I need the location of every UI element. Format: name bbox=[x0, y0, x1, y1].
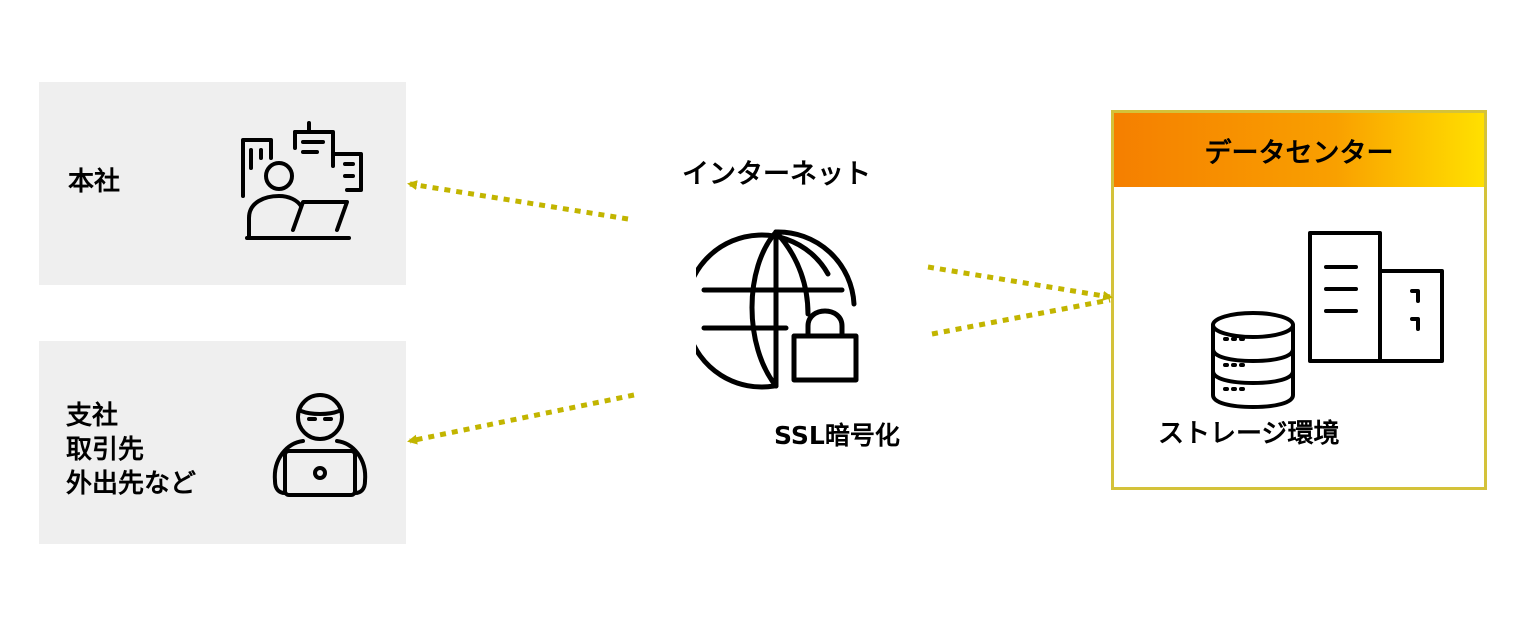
database-icon bbox=[1211, 311, 1295, 409]
server-building-icon bbox=[1308, 231, 1444, 363]
encryption-label: SSL暗号化 bbox=[774, 421, 900, 450]
branch-label: 支社 取引先 外出先など bbox=[66, 401, 197, 499]
datacenter-title: データセンター bbox=[1114, 113, 1484, 187]
globe-lock-icon bbox=[696, 229, 859, 390]
arrow-to-head-office bbox=[407, 180, 629, 222]
office-worker-buildings-icon bbox=[241, 121, 363, 240]
head-office-label: 本社 bbox=[68, 167, 121, 197]
branch-box: 支社 取引先 外出先など bbox=[39, 341, 406, 544]
storage-label: ストレージ環境 bbox=[1158, 419, 1340, 449]
person-laptop-icon bbox=[272, 393, 368, 497]
head-office-box: 本社 bbox=[39, 82, 406, 285]
arrow-to-branch bbox=[407, 392, 635, 445]
datacenter-box: データセンター ストレージ環境 bbox=[1111, 110, 1487, 490]
internet-label: インターネット bbox=[682, 159, 871, 190]
arrow-to-datacenter-lower bbox=[931, 297, 1111, 337]
arrow-to-datacenter-upper bbox=[927, 264, 1113, 301]
